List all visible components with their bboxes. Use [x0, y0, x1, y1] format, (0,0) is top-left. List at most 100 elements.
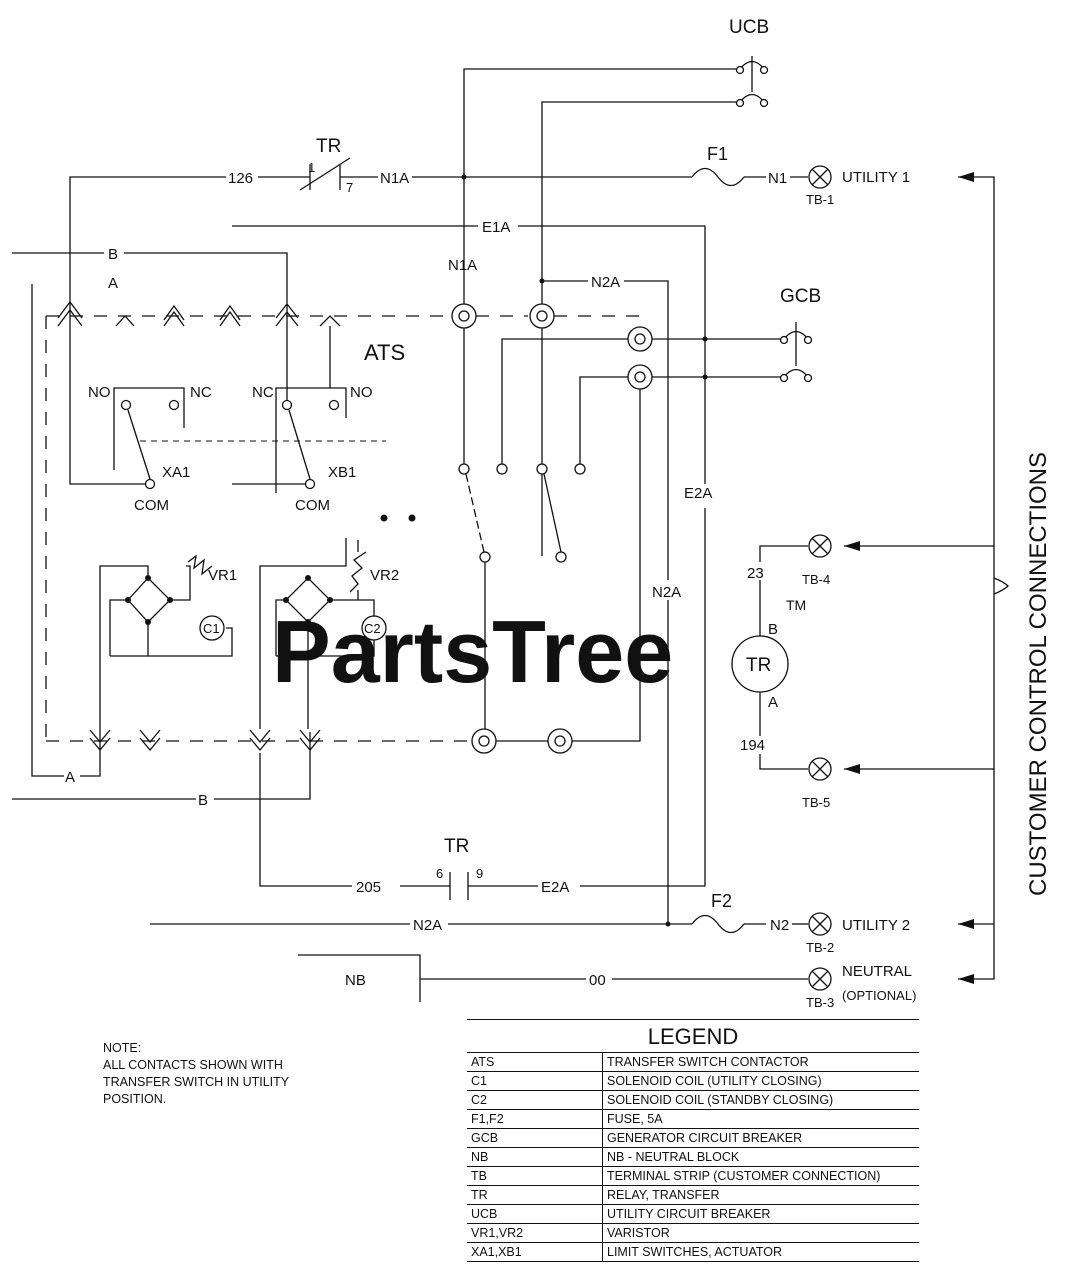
xa1-nc-label: NC	[190, 384, 212, 401]
utility1-label: UTILITY 1	[842, 169, 910, 186]
wire-n2a-label: N2A	[591, 274, 620, 291]
xa1-limit-switch	[69, 326, 386, 490]
wire-n1-label: N1	[768, 170, 787, 187]
legend-desc: SOLENOID COIL (STANDBY CLOSING)	[602, 1090, 919, 1110]
legend-key: TB	[467, 1166, 603, 1186]
legend-desc: GENERATOR CIRCUIT BREAKER	[602, 1128, 919, 1148]
legend-desc: SOLENOID COIL (UTILITY CLOSING)	[602, 1071, 919, 1091]
tb3-label: TB-3	[806, 995, 834, 1010]
xb1-com-label: COM	[295, 497, 330, 514]
tr-pin-6: 6	[436, 866, 443, 881]
tr-pin-7: 7	[346, 180, 353, 195]
optional-label: (OPTIONAL)	[842, 988, 916, 1003]
tr-coil-circuit	[731, 534, 832, 781]
tb4-label: TB-4	[802, 572, 830, 587]
tr-contact-bottom-label: TR	[444, 836, 469, 857]
b-a-wires	[12, 252, 311, 800]
vr2-label: VR2	[370, 567, 399, 584]
wire-194-label: 194	[740, 737, 765, 754]
wire-b-top-label: B	[108, 246, 118, 263]
tr-coil-label: TR	[746, 655, 771, 676]
vr2-bridge	[259, 538, 387, 729]
wire-n2a-bottom-label: N2A	[413, 917, 442, 934]
tr-contact-6-9	[259, 508, 706, 900]
tr-coil-b-label: B	[768, 621, 778, 638]
legend-key: XA1,XB1	[467, 1242, 603, 1262]
xb1-no-label: NO	[350, 384, 373, 401]
legend-key: VR1,VR2	[467, 1223, 603, 1243]
legend-key: C2	[467, 1090, 603, 1110]
tb1-label: TB-1	[806, 192, 834, 207]
legend-desc: UTILITY CIRCUIT BREAKER	[602, 1204, 919, 1224]
wire-e2a-vertical-label: E2A	[684, 485, 712, 502]
legend-title: LEGEND	[647, 1024, 739, 1049]
note-heading: NOTE:	[103, 1041, 142, 1055]
ucb-breaker	[463, 56, 769, 556]
wire-b-bottom-label: B	[198, 792, 208, 809]
xa1-label: XA1	[162, 464, 190, 481]
wire-a-bottom-label: A	[65, 769, 75, 786]
ats-terminals	[451, 303, 653, 754]
legend-key: ATS	[467, 1052, 603, 1072]
vr1-bridge	[109, 554, 233, 657]
legend-key: F1,F2	[467, 1109, 603, 1129]
xb1-nc-label: NC	[252, 384, 274, 401]
utility2-label: UTILITY 2	[842, 917, 910, 934]
tb5-label: TB-5	[802, 795, 830, 810]
ats-contacts	[380, 338, 628, 729]
c2-coil-label: C2	[364, 621, 381, 636]
n2a-wire	[539, 278, 669, 924]
xb1-label: XB1	[328, 464, 356, 481]
tb2-label: TB-2	[806, 940, 834, 955]
legend-desc: NB - NEUTRAL BLOCK	[602, 1147, 919, 1167]
ats-enclosure	[45, 300, 641, 752]
legend-key: NB	[467, 1147, 603, 1167]
tr-pin-9: 9	[476, 866, 483, 881]
utility2-line	[150, 912, 832, 936]
neutral-block	[298, 954, 832, 1002]
nb-label: NB	[345, 972, 366, 989]
wire-23-label: 23	[747, 565, 764, 582]
xb1-limit-switch	[232, 326, 347, 493]
legend-key: TR	[467, 1185, 603, 1205]
tb1-terminal	[808, 165, 832, 189]
wire-126-label: 126	[228, 170, 253, 187]
ucb-label: UCB	[729, 17, 769, 38]
legend-desc: RELAY, TRANSFER	[602, 1185, 919, 1205]
note-text: ALL CONTACTS SHOWN WITH TRANSFER SWITCH …	[103, 1058, 290, 1106]
watermark: PartsTree	[272, 602, 673, 701]
wire-205-label: 205	[356, 879, 381, 896]
legend-desc: FUSE, 5A	[602, 1109, 919, 1129]
fuse-f2-label: F2	[711, 891, 732, 911]
customer-control-connections-label: CUSTOMER CONTROL CONNECTIONS	[1025, 452, 1052, 896]
tr-pin-1: 1	[308, 160, 315, 175]
c1-coil-label: C1	[203, 621, 220, 636]
xa1-no-label: NO	[88, 384, 111, 401]
legend-desc: TERMINAL STRIP (CUSTOMER CONNECTION)	[602, 1166, 919, 1186]
wire-00-label: 00	[589, 972, 606, 989]
vr1-label: VR1	[208, 567, 237, 584]
legend-desc: TRANSFER SWITCH CONTACTOR	[602, 1052, 919, 1072]
gcb-label: GCB	[780, 286, 821, 307]
wire-n1a-label: N1A	[380, 170, 409, 187]
xa1-com-label: COM	[134, 497, 169, 514]
tr-coil-a-label: A	[768, 694, 778, 711]
tr-contact-label: TR	[316, 136, 341, 157]
wire-n2a-vertical-label: N2A	[652, 584, 681, 601]
ats-label: ATS	[364, 340, 405, 365]
legend-key: C1	[467, 1071, 603, 1091]
legend-desc: LIMIT SWITCHES, ACTUATOR	[602, 1242, 919, 1262]
